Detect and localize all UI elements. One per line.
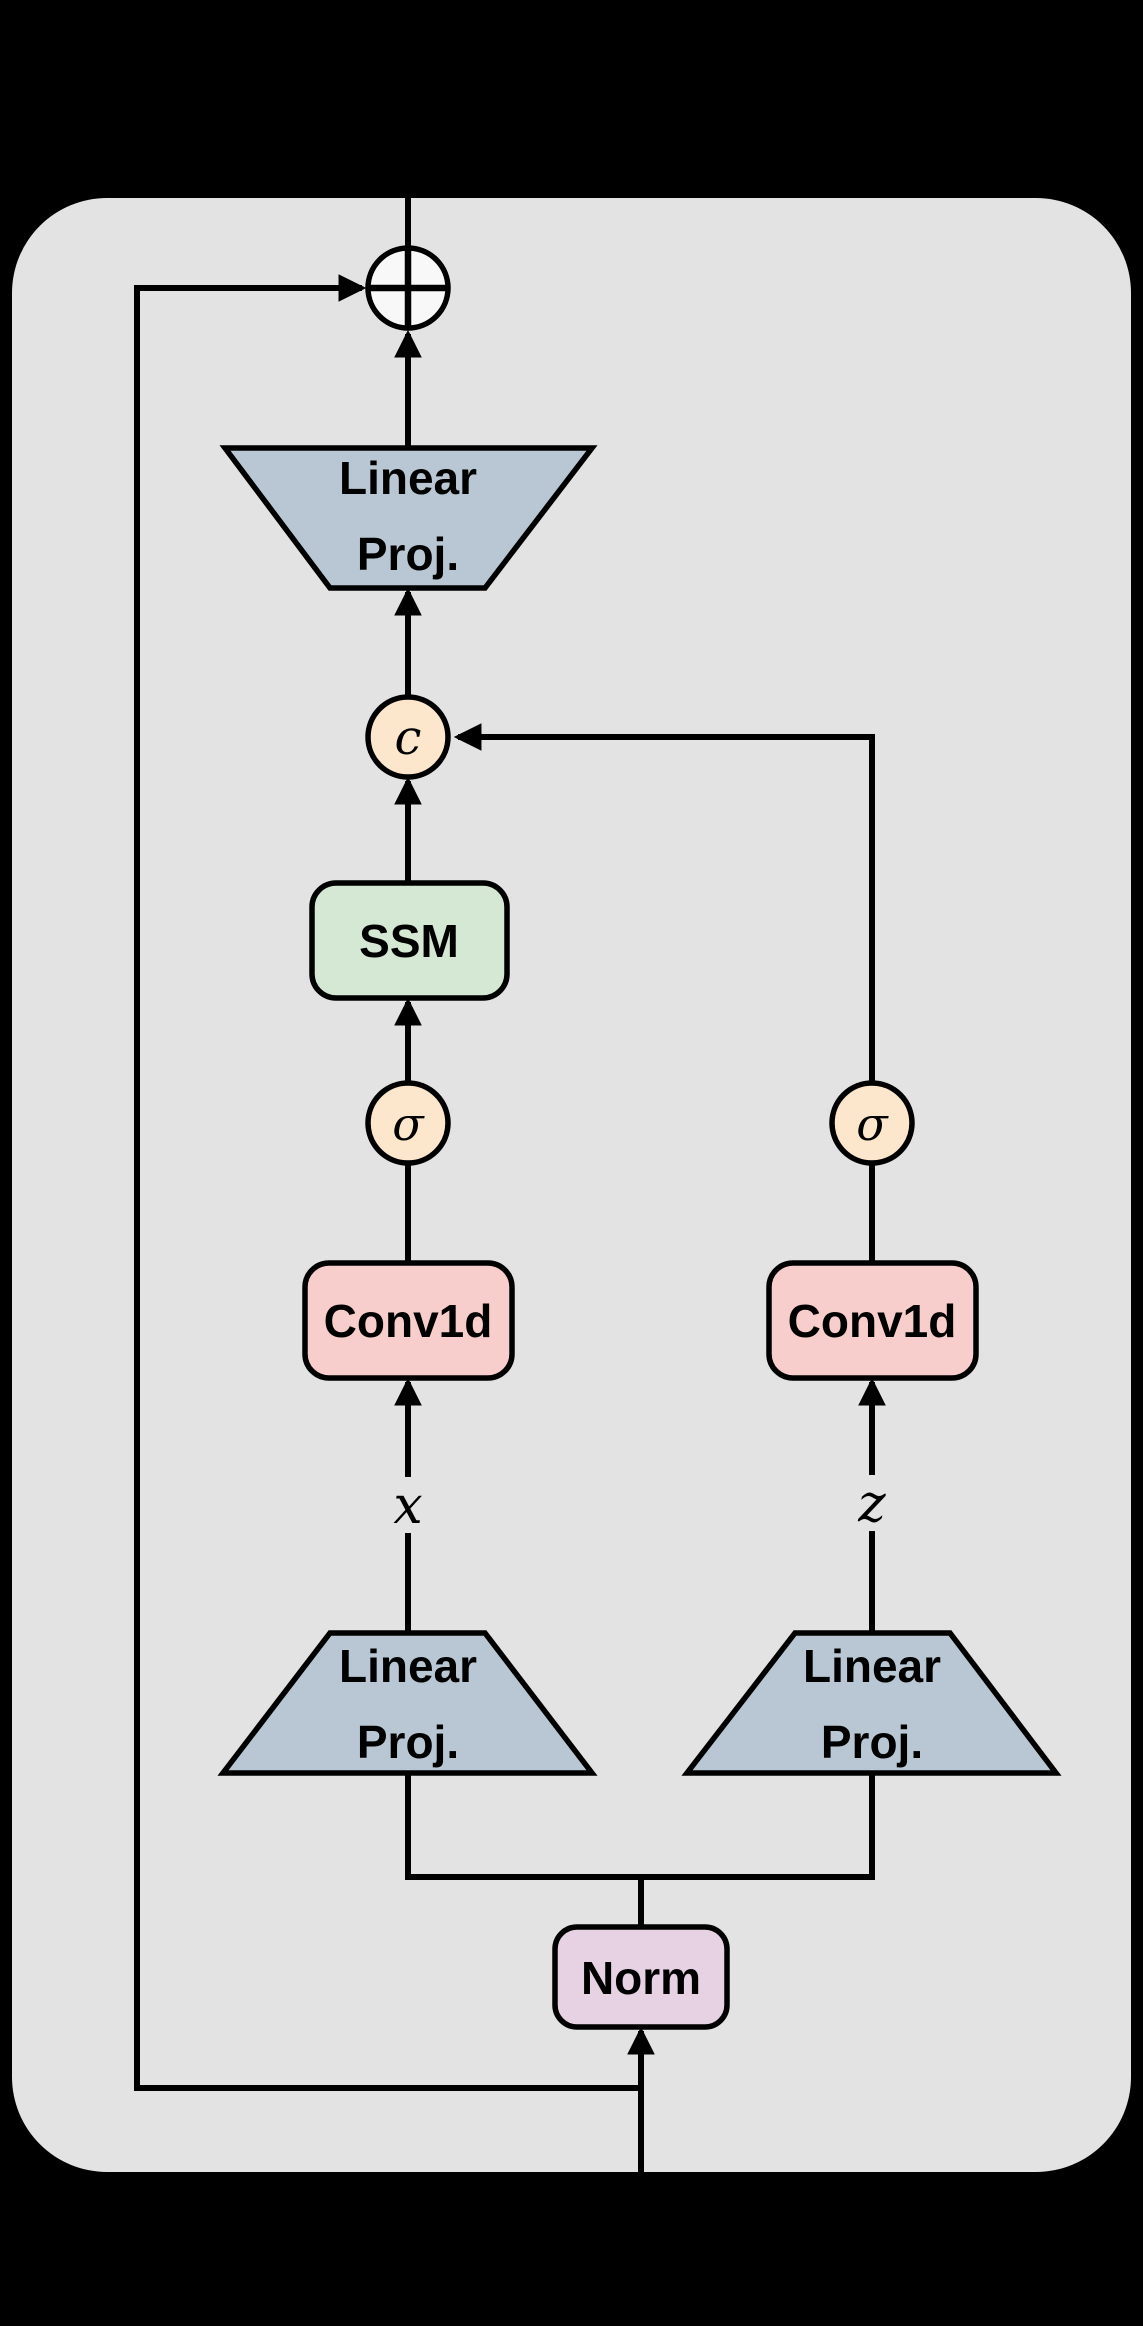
ssm-box [309,880,510,1001]
in-proj-left-label-line2: Proj. [357,1716,459,1768]
in-proj-right-label-line1: Linear [803,1640,941,1692]
in-proj-left-trapezoid [217,1630,598,1776]
conv1d-left-box [302,1260,515,1381]
in-proj-right-label-line2: Proj. [821,1716,923,1768]
ssm-label: SSM [359,915,459,967]
sigma-left-node [365,1080,451,1166]
in-proj-right-trapezoid [681,1630,1062,1776]
sigma-right-node [829,1080,915,1166]
out-proj-label-line1: Linear [339,452,477,504]
norm-box [552,1924,730,2030]
concat-label: c [395,710,422,766]
sigma-left-label: σ [392,1097,425,1151]
out-proj-label-line2: Proj. [357,528,459,580]
conv1d-left-label: Conv1d [324,1295,493,1347]
conv1d-right-box [766,1260,979,1381]
conv1d-right-label: Conv1d [788,1295,957,1347]
z-signal-label: z [857,1474,886,1534]
sigma-right-label: σ [856,1097,889,1151]
out-proj-trapezoid [219,445,598,591]
x-signal-label: x [393,1476,422,1536]
in-proj-left-label-line1: Linear [339,1640,477,1692]
norm-label: Norm [581,1952,701,2004]
skip-connection-line [134,274,641,2091]
concat-node [365,694,451,780]
gate-to-concat-arrow [453,723,875,1084]
